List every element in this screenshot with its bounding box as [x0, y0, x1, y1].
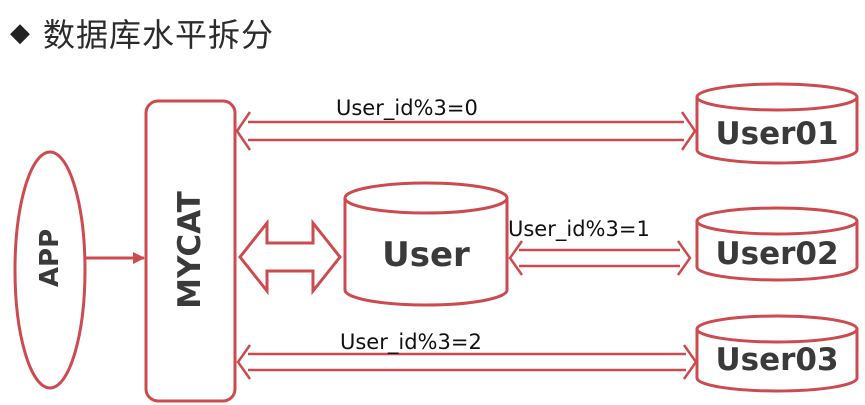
- edge-label-user03: User_id%3=2: [340, 330, 482, 355]
- user-label: User: [382, 235, 470, 275]
- user03-db-node: User03: [695, 314, 859, 393]
- mycat-label: MYCAT: [172, 191, 208, 309]
- page-title: ◆ 数据库水平拆分: [10, 8, 274, 58]
- edge-label-user02: User_id%3=1: [508, 217, 650, 242]
- app-label: APP: [35, 229, 65, 287]
- mycat-node: MYCAT: [144, 99, 237, 403]
- user02-label: User02: [715, 236, 838, 272]
- mycat-user01-connector: [235, 111, 697, 151]
- title-text: 数据库水平拆分: [43, 16, 275, 54]
- app-node: APP: [13, 150, 87, 390]
- edge-label-user01: User_id%3=0: [336, 96, 478, 121]
- mycat-user-double-arrow: [238, 218, 342, 296]
- user01-label: User01: [715, 116, 838, 152]
- diamond-bullet-icon: ◆: [10, 18, 31, 48]
- user02-db-node: User02: [695, 206, 859, 282]
- user-db-node: User: [343, 181, 509, 307]
- user-user02-connector: [508, 240, 692, 276]
- user01-db-node: User01: [695, 82, 859, 165]
- user03-label: User03: [715, 342, 838, 378]
